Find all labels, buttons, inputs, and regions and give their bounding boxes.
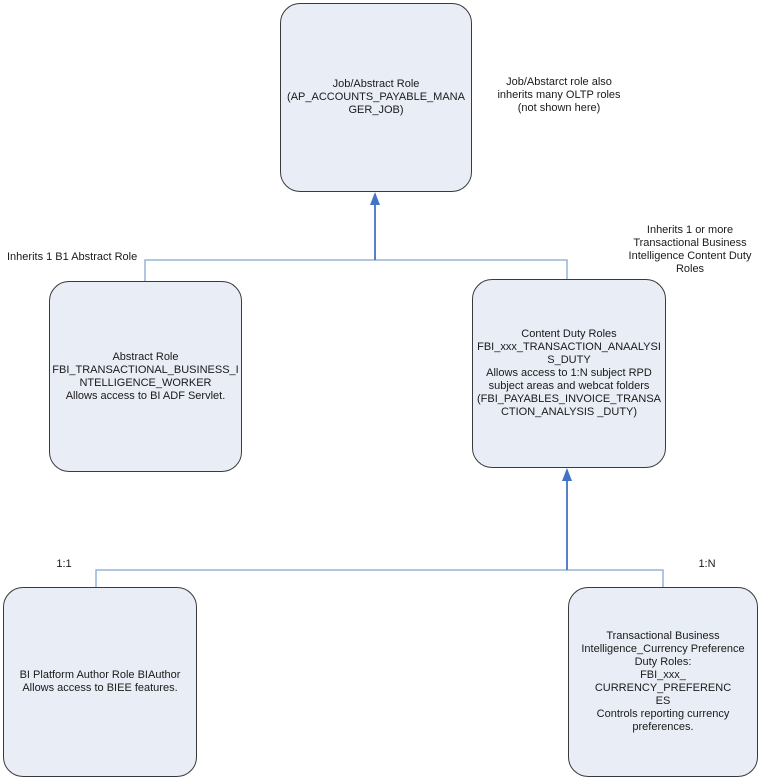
annotation-inherits-content-duty: Inherits 1 or more Transactional Busines…	[628, 224, 752, 275]
annotation-inherits-abstract-role: Inherits 1 B1 Abstract Role	[7, 251, 138, 263]
annotation-cardinality-1-n: 1:N	[698, 558, 716, 570]
node-job-abstract-role: Job/Abstract Role (AP_ACCOUNTS_PAYABLE_M…	[280, 3, 472, 192]
node-currency-preference-duty: Transactional Business Intelligence_Curr…	[568, 587, 758, 777]
annotation-oltp-note: Job/Abstarct role also inherits many OLT…	[497, 76, 621, 114]
arrowhead-up-icon	[562, 468, 572, 481]
node-bi-platform-author: BI Platform Author Role BIAuthor Allows …	[3, 587, 197, 777]
connector-lower-tree	[95, 569, 664, 587]
arrow-to-content-duty	[562, 468, 572, 570]
node-abstract-role-worker: Abstract Role FBI_TRANSACTIONAL_BUSINESS…	[49, 281, 242, 472]
node-content-duty-roles: Content Duty Roles FBI_xxx_TRANSACTION_A…	[472, 279, 666, 468]
arrowhead-up-icon	[370, 192, 380, 205]
arrow-to-job-role	[370, 192, 380, 260]
connector-upper-tree	[144, 259, 568, 281]
annotation-cardinality-1-1: 1:1	[56, 558, 72, 570]
